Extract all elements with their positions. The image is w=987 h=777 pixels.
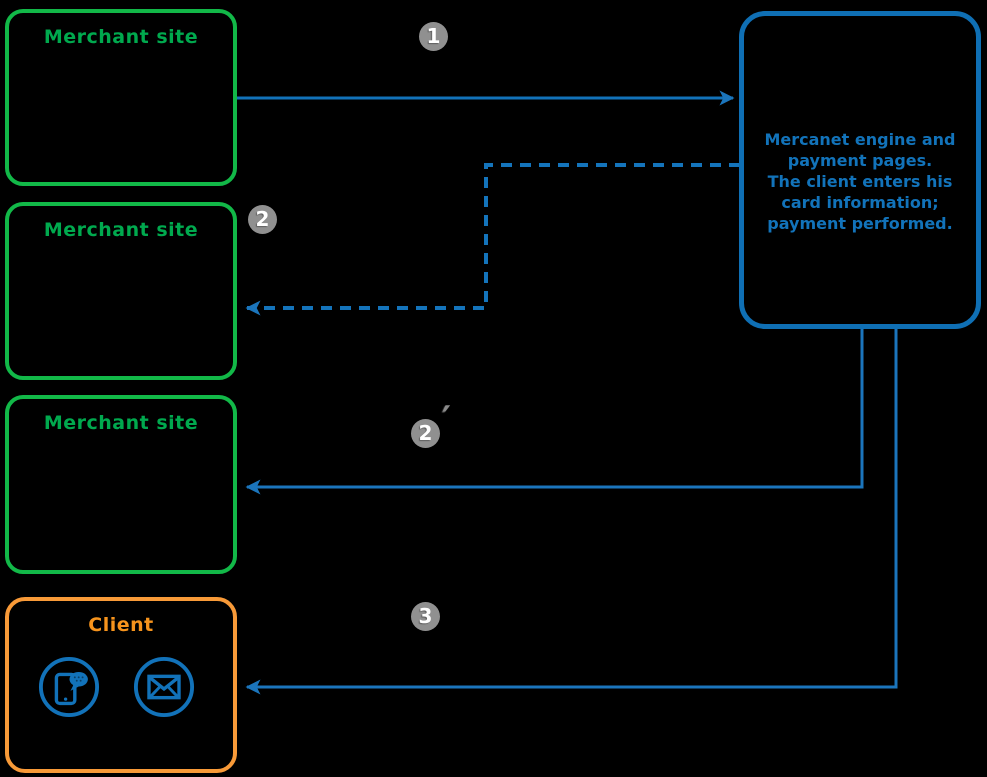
arrow-3-notification: [245, 328, 898, 695]
arrow-2prime-response: [245, 328, 864, 495]
sms-phone-icon: [38, 656, 100, 718]
client-channel-icons: [38, 656, 195, 718]
mercanet-engine-description: Mercanet engine and payment pages. The c…: [764, 129, 956, 233]
step-badge-3: 3: [411, 602, 440, 631]
step-badge-2-prime: 2 ′: [411, 402, 451, 448]
step-badge-2-prime-number: 2: [418, 421, 433, 445]
merchant-site-label-1: Merchant site: [43, 26, 199, 48]
step-badge-2-number: 2: [255, 207, 270, 231]
step-badge-prime-mark: ′: [442, 399, 451, 439]
merchant-site-label-2: Merchant site: [43, 219, 199, 241]
step-badge-1: 1: [419, 22, 448, 51]
client-label: Client: [88, 614, 154, 636]
merchant-site-box-2: Merchant site: [5, 202, 237, 380]
step-badge-2: 2: [248, 205, 277, 234]
client-box: Client: [5, 597, 237, 773]
mercanet-engine-box: Mercanet engine and payment pages. The c…: [739, 11, 981, 329]
step-badge-3-number: 3: [418, 604, 433, 628]
arrow-2-dashed-response: [245, 163, 740, 316]
step-badge-1-number: 1: [426, 24, 441, 48]
merchant-site-box-3: Merchant site: [5, 395, 237, 574]
merchant-site-box-1: Merchant site: [5, 9, 237, 186]
merchant-site-label-3: Merchant site: [43, 412, 199, 434]
email-envelope-icon: [133, 656, 195, 718]
